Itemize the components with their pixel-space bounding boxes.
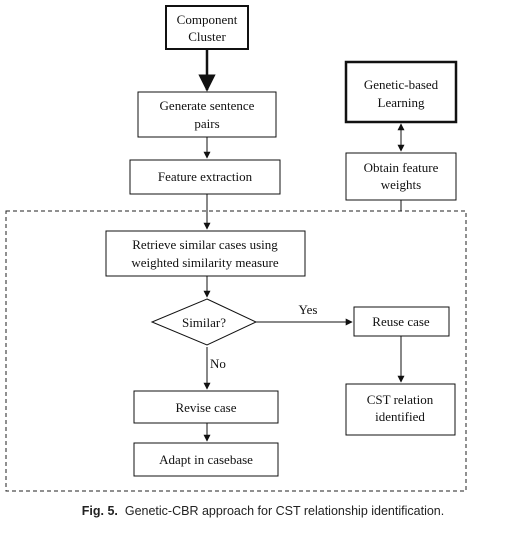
no-edge-label: No: [210, 356, 226, 371]
yes-edge-label: Yes: [299, 302, 318, 317]
retrieve-cases-label-2: weighted similarity measure: [131, 255, 279, 270]
node-genetic-learning: [344, 60, 458, 124]
component-cluster-label-1: Component: [177, 12, 238, 27]
retrieve-cases-label-1: Retrieve similar cases using: [132, 237, 278, 252]
node-adapt-casebase: [133, 442, 279, 477]
cbr-region-border: [5, 210, 467, 492]
node-retrieve-cases: [105, 230, 306, 277]
cst-identified-label-1: CST relation: [367, 392, 434, 407]
node-generate-pairs: [137, 91, 277, 138]
adapt-casebase-label: Adapt in casebase: [159, 452, 253, 467]
component-cluster-label-2: Cluster: [188, 29, 226, 44]
node-obtain-weights: [345, 152, 457, 201]
genetic-learning-label-2: Learning: [378, 95, 425, 110]
node-reuse-case: [353, 306, 450, 337]
node-feature-extraction: [129, 159, 281, 195]
feature-extraction-label: Feature extraction: [158, 169, 253, 184]
revise-case-label: Revise case: [175, 400, 236, 415]
node-similar-decision: [150, 298, 258, 346]
generate-pairs-label-1: Generate sentence: [160, 98, 255, 113]
genetic-learning-label-1: Genetic-based: [364, 77, 439, 92]
node-revise-case: [133, 390, 279, 424]
reuse-case-label: Reuse case: [372, 314, 430, 329]
figure-caption-label: Fig. 5.: [81, 504, 118, 518]
figure-caption-text: Genetic-CBR approach for CST relationshi…: [124, 504, 445, 518]
cst-identified-label-2: identified: [375, 409, 425, 424]
node-cst-identified: [345, 383, 456, 436]
figure-caption: Fig. 5. Genetic-CBR approach for CST rel…: [0, 504, 526, 518]
obtain-weights-label-1: Obtain feature: [364, 160, 439, 175]
obtain-weights-label-2: weights: [381, 177, 421, 192]
node-component-cluster: [165, 5, 249, 50]
similar-label: Similar?: [182, 315, 226, 330]
generate-pairs-label-2: pairs: [194, 116, 219, 131]
